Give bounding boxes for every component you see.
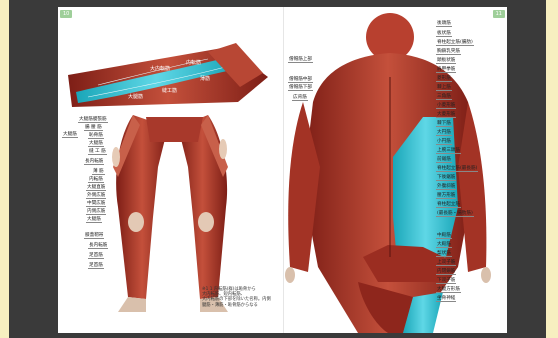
muscle-label: 坐骨神経: [436, 296, 456, 302]
muscle-label: 中間広筋: [86, 201, 106, 207]
muscle-label: 三角筋: [436, 94, 452, 100]
book-spread: 10 11: [58, 7, 507, 333]
muscle-label: 大腿方形筋: [436, 287, 461, 293]
muscle-label: 大腿直筋: [86, 185, 106, 191]
muscle-label: 薄 筋: [92, 169, 105, 175]
muscle-label: 内閉鎖筋: [436, 269, 456, 275]
muscle-label: 頭板状筋: [436, 58, 456, 64]
muscle-label: 小菱形筋: [436, 103, 456, 109]
caption-line: 腿筋・薄筋・恥骨筋からなる: [202, 303, 271, 308]
muscle-label: 小円筋: [436, 139, 452, 145]
figure-caption: ※1 1 内転筋(群)は恥骨から 大内転筋、短内転筋、 大内転筋の下部を除いた名…: [202, 287, 271, 308]
thigh-label: 縫工筋: [162, 87, 177, 94]
muscle-label: 梨状筋: [436, 251, 452, 257]
muscle-label: 恥骨筋: [88, 133, 104, 139]
muscle-label: 内側広筋: [86, 209, 106, 215]
muscle-label: 僧帽筋上部: [288, 57, 313, 63]
muscle-label: 腸 腰 筋: [84, 125, 103, 131]
muscle-label: 棘下筋: [436, 121, 452, 127]
muscle-label: 脊柱起立筋: [436, 202, 461, 208]
muscle-label: 僧帽筋下部: [288, 85, 313, 91]
muscle-label: 大殿筋: [436, 242, 452, 248]
muscle-label: 内転筋: [88, 177, 104, 183]
left-margin: [0, 0, 9, 338]
muscle-label: 上双子筋: [436, 260, 456, 266]
muscle-label: 大菱形筋: [436, 112, 456, 118]
muscle-label: 足首筋: [88, 253, 104, 259]
thigh-label: 大腿筋: [128, 93, 143, 100]
muscle-label: 腰方形筋: [436, 193, 456, 199]
muscle-label: 下双子筋: [436, 278, 456, 284]
muscle-label: 長内転筋: [88, 243, 108, 249]
muscle-label: 後頭筋: [436, 21, 452, 27]
muscle-label: 下後鋸筋: [436, 175, 456, 181]
thigh-label: 大内転筋: [150, 65, 170, 72]
muscle-label: 大円筋: [436, 130, 452, 136]
muscle-label: 僧帽筋中部: [288, 77, 313, 83]
muscle-label: 長内転筋: [84, 159, 104, 165]
muscle-label: 中殿筋: [436, 233, 452, 239]
muscle-label: 大腿筋膜張筋: [78, 117, 108, 123]
thigh-label: 薄筋: [200, 75, 210, 82]
caption-line: 大内転筋の下部を除いた名称。内側: [202, 297, 271, 302]
muscle-label: 菱形筋: [436, 76, 452, 82]
thigh-muscle-diagram: [68, 43, 268, 107]
muscle-label: (最長筋・腸肋筋): [436, 211, 474, 217]
muscle-label: 前鋸筋: [436, 157, 452, 163]
back-figure: [285, 13, 491, 333]
muscle-label: 上腕三頭筋: [436, 148, 461, 154]
muscle-label: 膝蓋靭帯: [84, 233, 104, 239]
right-margin: [546, 0, 558, 338]
muscle-label: 広背筋: [292, 95, 308, 101]
muscle-label: 足首筋: [88, 263, 104, 269]
muscle-label: 外側広筋: [86, 193, 106, 199]
muscle-label: 縫 工 筋: [88, 149, 107, 155]
muscle-label: 大腿筋: [86, 217, 102, 223]
thigh-label: 内転筋: [186, 59, 201, 66]
legs-front-figure: [112, 115, 228, 312]
muscle-label: 肩甲挙筋: [436, 67, 456, 73]
muscle-label: 大腿筋: [88, 141, 104, 147]
muscle-label: 外腹斜筋: [436, 184, 456, 190]
muscle-label: 棘上筋: [436, 85, 452, 91]
muscle-label: 脊柱起立筋(腸肋): [436, 40, 474, 46]
muscle-label: 板状筋: [436, 31, 452, 37]
muscle-label: 胸鎖乳突筋: [436, 49, 461, 55]
left-top-label: 大腿筋: [62, 132, 78, 138]
muscle-label: 脊柱起立筋(最長筋): [436, 166, 478, 172]
